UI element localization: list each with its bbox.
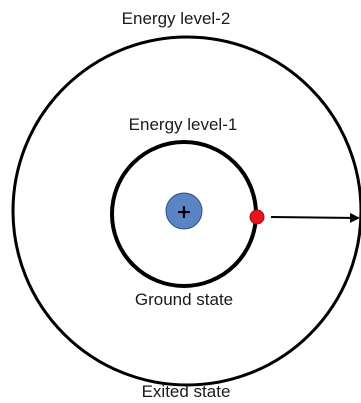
label-ground-state: Ground state: [135, 290, 233, 309]
label-energy-level-2: Energy level-2: [122, 9, 231, 28]
label-exited-state: Exited state: [142, 382, 231, 401]
excitation-arrow: [270, 212, 360, 223]
nucleus-plus-sign: +: [176, 201, 192, 223]
nucleus: [165, 192, 203, 230]
label-energy-level-1: Energy level-1: [129, 115, 238, 134]
electron: [249, 209, 265, 225]
outer-orbit: [11, 35, 361, 387]
